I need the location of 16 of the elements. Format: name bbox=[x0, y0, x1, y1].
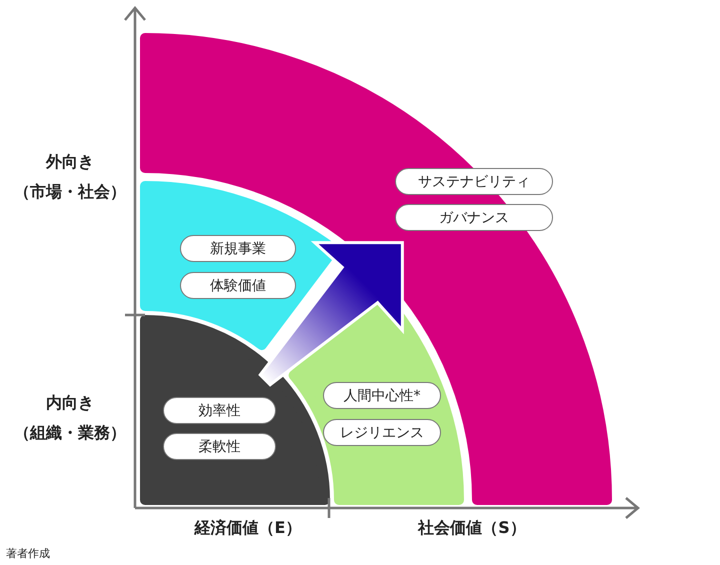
axis-label: （市場・社会） bbox=[14, 182, 126, 203]
value-pill: ガバナンス bbox=[395, 204, 553, 231]
source-note: 著者作成 bbox=[6, 546, 50, 561]
value-pill: 人間中心性* bbox=[323, 382, 441, 409]
axis-label: 内向き bbox=[46, 393, 94, 414]
value-pill: 柔軟性 bbox=[163, 433, 276, 460]
axis-label: 外向き bbox=[46, 152, 94, 173]
value-pill: 効率性 bbox=[163, 397, 276, 424]
value-pill: サステナビリティ bbox=[395, 168, 553, 195]
value-pill: 新規事業 bbox=[180, 235, 296, 262]
value-pill: レジリエンス bbox=[323, 419, 441, 446]
gradient-arrow bbox=[258, 241, 404, 387]
axis-label: 社会価値（S） bbox=[418, 518, 526, 539]
axis-label: （組織・業務） bbox=[14, 423, 126, 444]
value-pill: 体験価値 bbox=[180, 272, 296, 299]
axis-label: 経済価値（E） bbox=[194, 518, 302, 539]
